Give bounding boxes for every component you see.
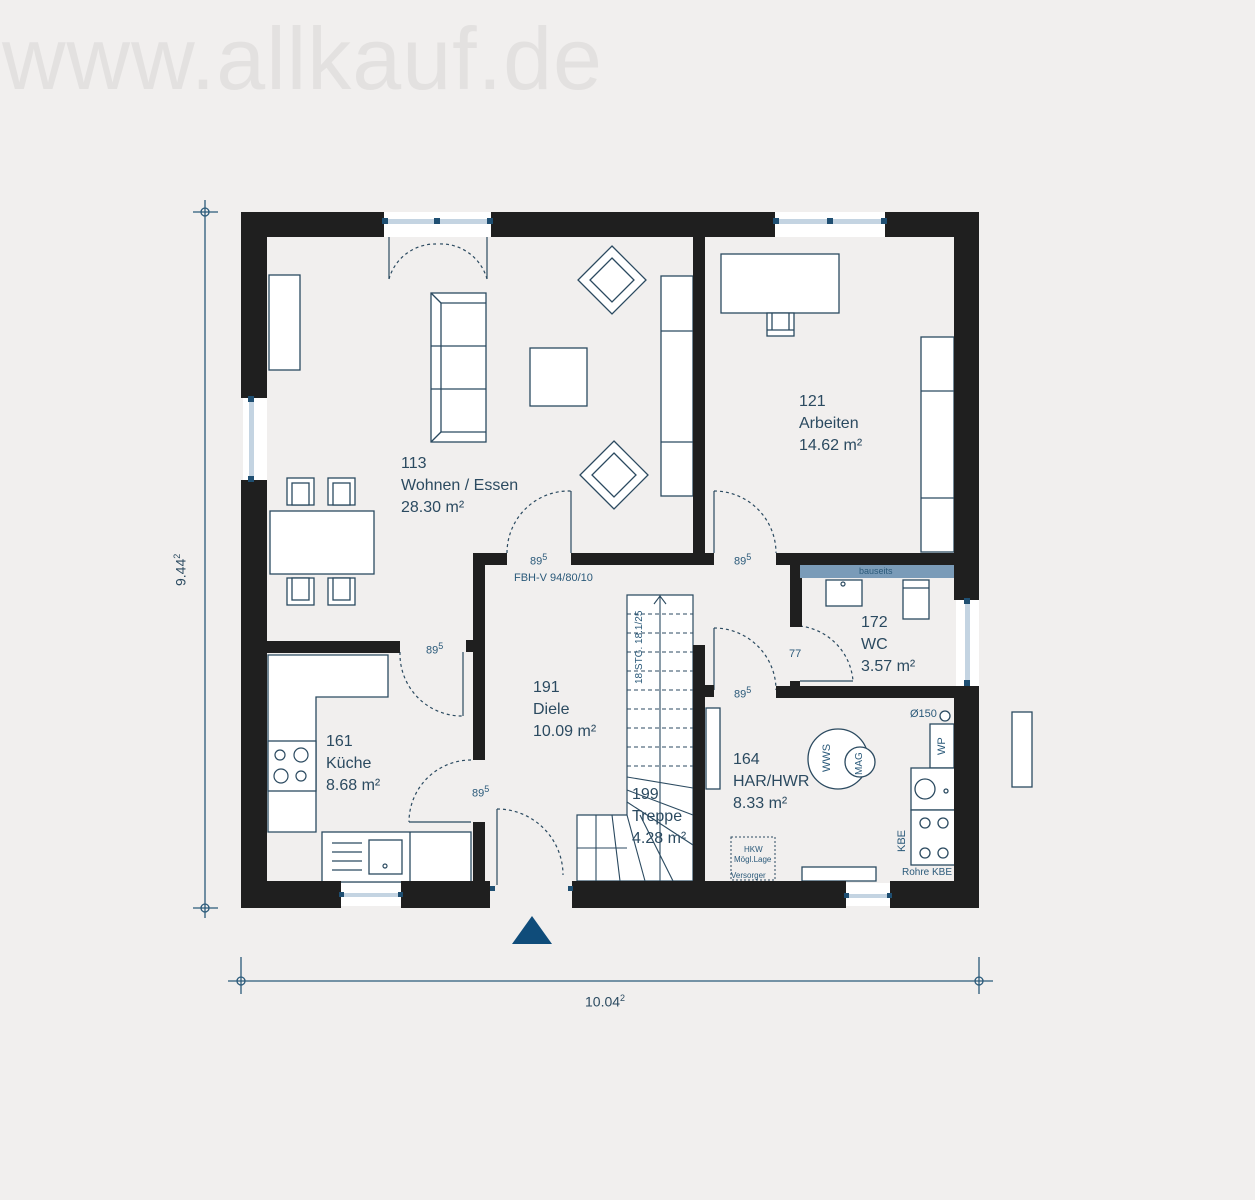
entrance-marker (512, 916, 552, 944)
door-width-arbeiten: 895 (734, 552, 752, 568)
dimension-lines (193, 200, 993, 994)
room-area: 8.68 m² (326, 777, 381, 794)
walls (241, 212, 979, 908)
room-number: 164 (733, 751, 760, 768)
room-label-wohnen: 113 Wohnen / Essen 28.30 m² (401, 453, 518, 519)
room-name: Wohnen / Essen (401, 477, 519, 494)
stairs-annotation: 18 STG. 18.1/25 (634, 610, 645, 684)
room-label-har: 164 HAR/HWR 8.33 m² (733, 749, 809, 815)
room-area: 14.62 m² (799, 437, 863, 454)
room-name: WC (861, 636, 888, 653)
room-label-kueche: 161 Küche 8.68 m² (326, 731, 380, 797)
room-name: Treppe (632, 808, 683, 825)
room-name: Küche (326, 755, 372, 772)
room-area: 8.33 m² (733, 795, 788, 812)
bauseits-bar (800, 565, 954, 578)
bauseits-label: bauseits (859, 566, 893, 576)
room-area: 28.30 m² (401, 499, 465, 516)
room-label-treppe: 199 Treppe 4.28 m² (632, 784, 686, 850)
windows (243, 212, 979, 906)
hkw-box (730, 836, 776, 881)
room-area: 10.09 m² (533, 723, 597, 740)
room-number: 161 (326, 733, 353, 750)
door-width-wohnen: 895 (530, 552, 548, 568)
dimension-width: 10.042 (585, 993, 626, 1010)
wws-label: WWS (821, 743, 833, 772)
dimension-height: 9.442 (172, 553, 189, 586)
room-name: Arbeiten (799, 415, 859, 432)
room-area: 3.57 m² (861, 658, 916, 675)
door-width-kueche: 895 (426, 641, 444, 657)
room-number: 113 (401, 455, 427, 472)
hkw-label: HKW (744, 845, 763, 854)
room-area: 4.28 m² (632, 830, 687, 847)
room-number: 199 (632, 786, 659, 803)
room-label-diele: 191 Diele 10.09 m² (533, 677, 596, 743)
room-number: 121 (799, 393, 826, 410)
room-label-wc: 172 WC 3.57 m² (861, 612, 915, 678)
diameter-label: Ø150 (910, 708, 937, 720)
room-label-arbeiten: 121 Arbeiten 14.62 m² (799, 391, 862, 457)
door-note-fbh: FBH-V 94/80/10 (514, 572, 593, 584)
room-number: 191 (533, 679, 560, 696)
hkw-versorger-label: Versorger (731, 871, 766, 880)
room-number: 172 (861, 614, 888, 631)
door-width-har: 895 (734, 685, 752, 701)
room-name: Diele (533, 701, 570, 718)
door-width-wc: 77 (789, 648, 802, 660)
hkw-moegl-lage-label: Mögl.Lage (734, 855, 772, 864)
door-width-entrance: 895 (472, 784, 490, 800)
rohre-kbe-label: Rohre KBE (902, 867, 953, 878)
kbe-label: KBE (896, 829, 908, 852)
watermark: www.allkauf.de (2, 9, 603, 108)
room-name: HAR/HWR (733, 773, 810, 790)
wp-label: WP (936, 737, 948, 755)
mag-label: MAG (854, 752, 865, 775)
